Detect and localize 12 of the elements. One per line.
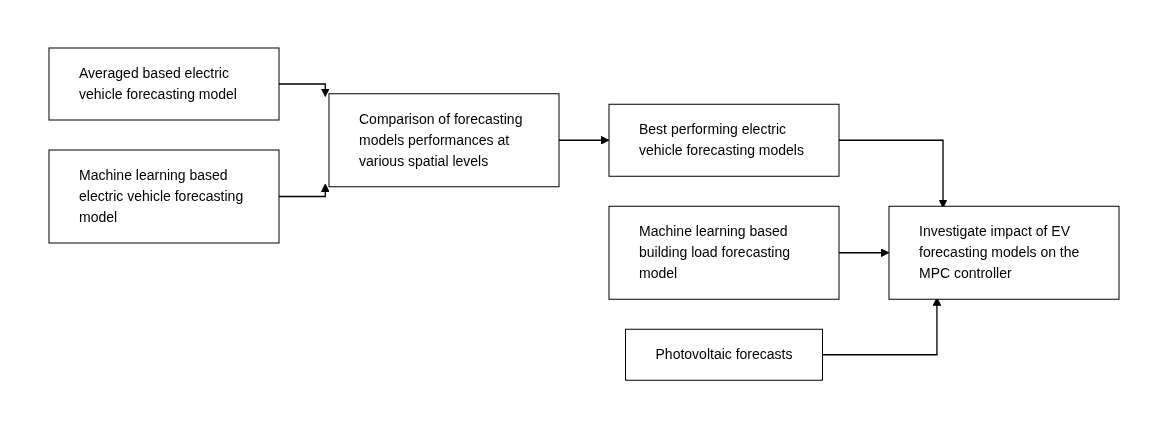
arrow [277, 183, 330, 198]
node-box: Machine learning based electric vehicle forecasting model [48, 149, 279, 244]
node-box: Machine learning based building load forecasting model [608, 205, 839, 300]
node-box: Averaged based electric vehicle forecasting model [48, 47, 279, 121]
arrow [277, 83, 330, 97]
node-box: Photovoltaic forecasts [624, 328, 823, 381]
arrow [557, 135, 609, 145]
arrow [837, 248, 889, 257]
arrow [837, 139, 947, 208]
node-box: Best performing electric vehicle forecasting models [608, 103, 839, 177]
node-box: Investigate impact of EV forecasting models on the MPC controller [888, 205, 1119, 300]
node-box: Comparison of forecasting models performances at various spatial levels [328, 93, 559, 188]
